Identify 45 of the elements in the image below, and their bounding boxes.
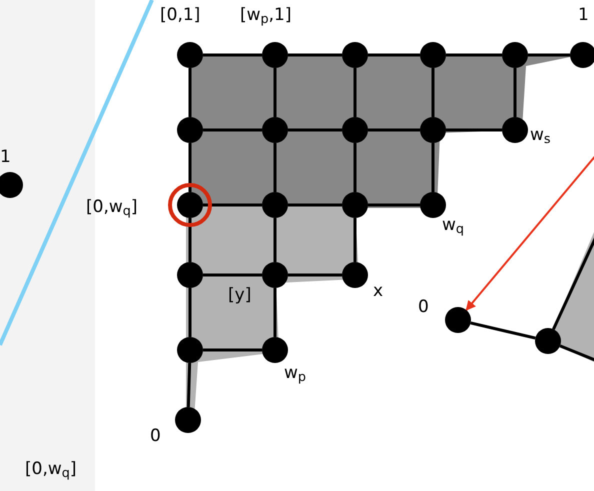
grid-line [368,204,420,206]
grid-line [354,143,356,192]
node-label: 1 [578,4,589,26]
grid-line [354,218,356,262]
grid-line [288,274,342,276]
node-label: 0 [418,296,429,318]
node-label: w$_{s}$ [530,124,551,146]
grid-line [288,128,342,132]
grid-line [188,143,192,192]
grid-line [432,68,434,117]
grid-line [188,218,192,262]
node-label: 1 [0,146,11,168]
grid-line [470,322,536,340]
grid-line [188,68,192,117]
node-label: x [373,280,384,302]
grid-line [446,128,502,132]
grid-line [274,288,276,337]
grid-line [514,68,516,117]
grid-line [203,274,262,276]
grid-line [528,54,570,56]
grid-line [274,68,276,117]
grid-line [203,128,262,132]
grid-line [368,54,420,56]
node-label: [0,1] [160,4,200,26]
grid-line [274,143,276,192]
grid-line [560,344,594,364]
grid-line [288,54,342,56]
math-label: [0,w$_{q}$] [25,458,76,480]
grid-line [446,54,502,56]
grid-line [188,288,192,337]
node-label: 0 [150,425,161,447]
node-label: w$_{p}$ [284,362,306,384]
node-label: w$_{q}$ [442,214,464,236]
grid-line [203,204,262,206]
grid-line [274,218,276,262]
grid-line [288,204,342,206]
node-label: [0,w$_{q}$] [86,196,138,218]
grid-line [203,54,262,56]
grid-line [203,348,262,352]
math-label: [y] [228,284,252,306]
grid-line [368,128,420,132]
node-label: [w$_{p}$,1] [240,4,292,26]
grid-line [432,143,434,192]
grid-line [186,362,192,408]
grid-line [354,68,356,117]
